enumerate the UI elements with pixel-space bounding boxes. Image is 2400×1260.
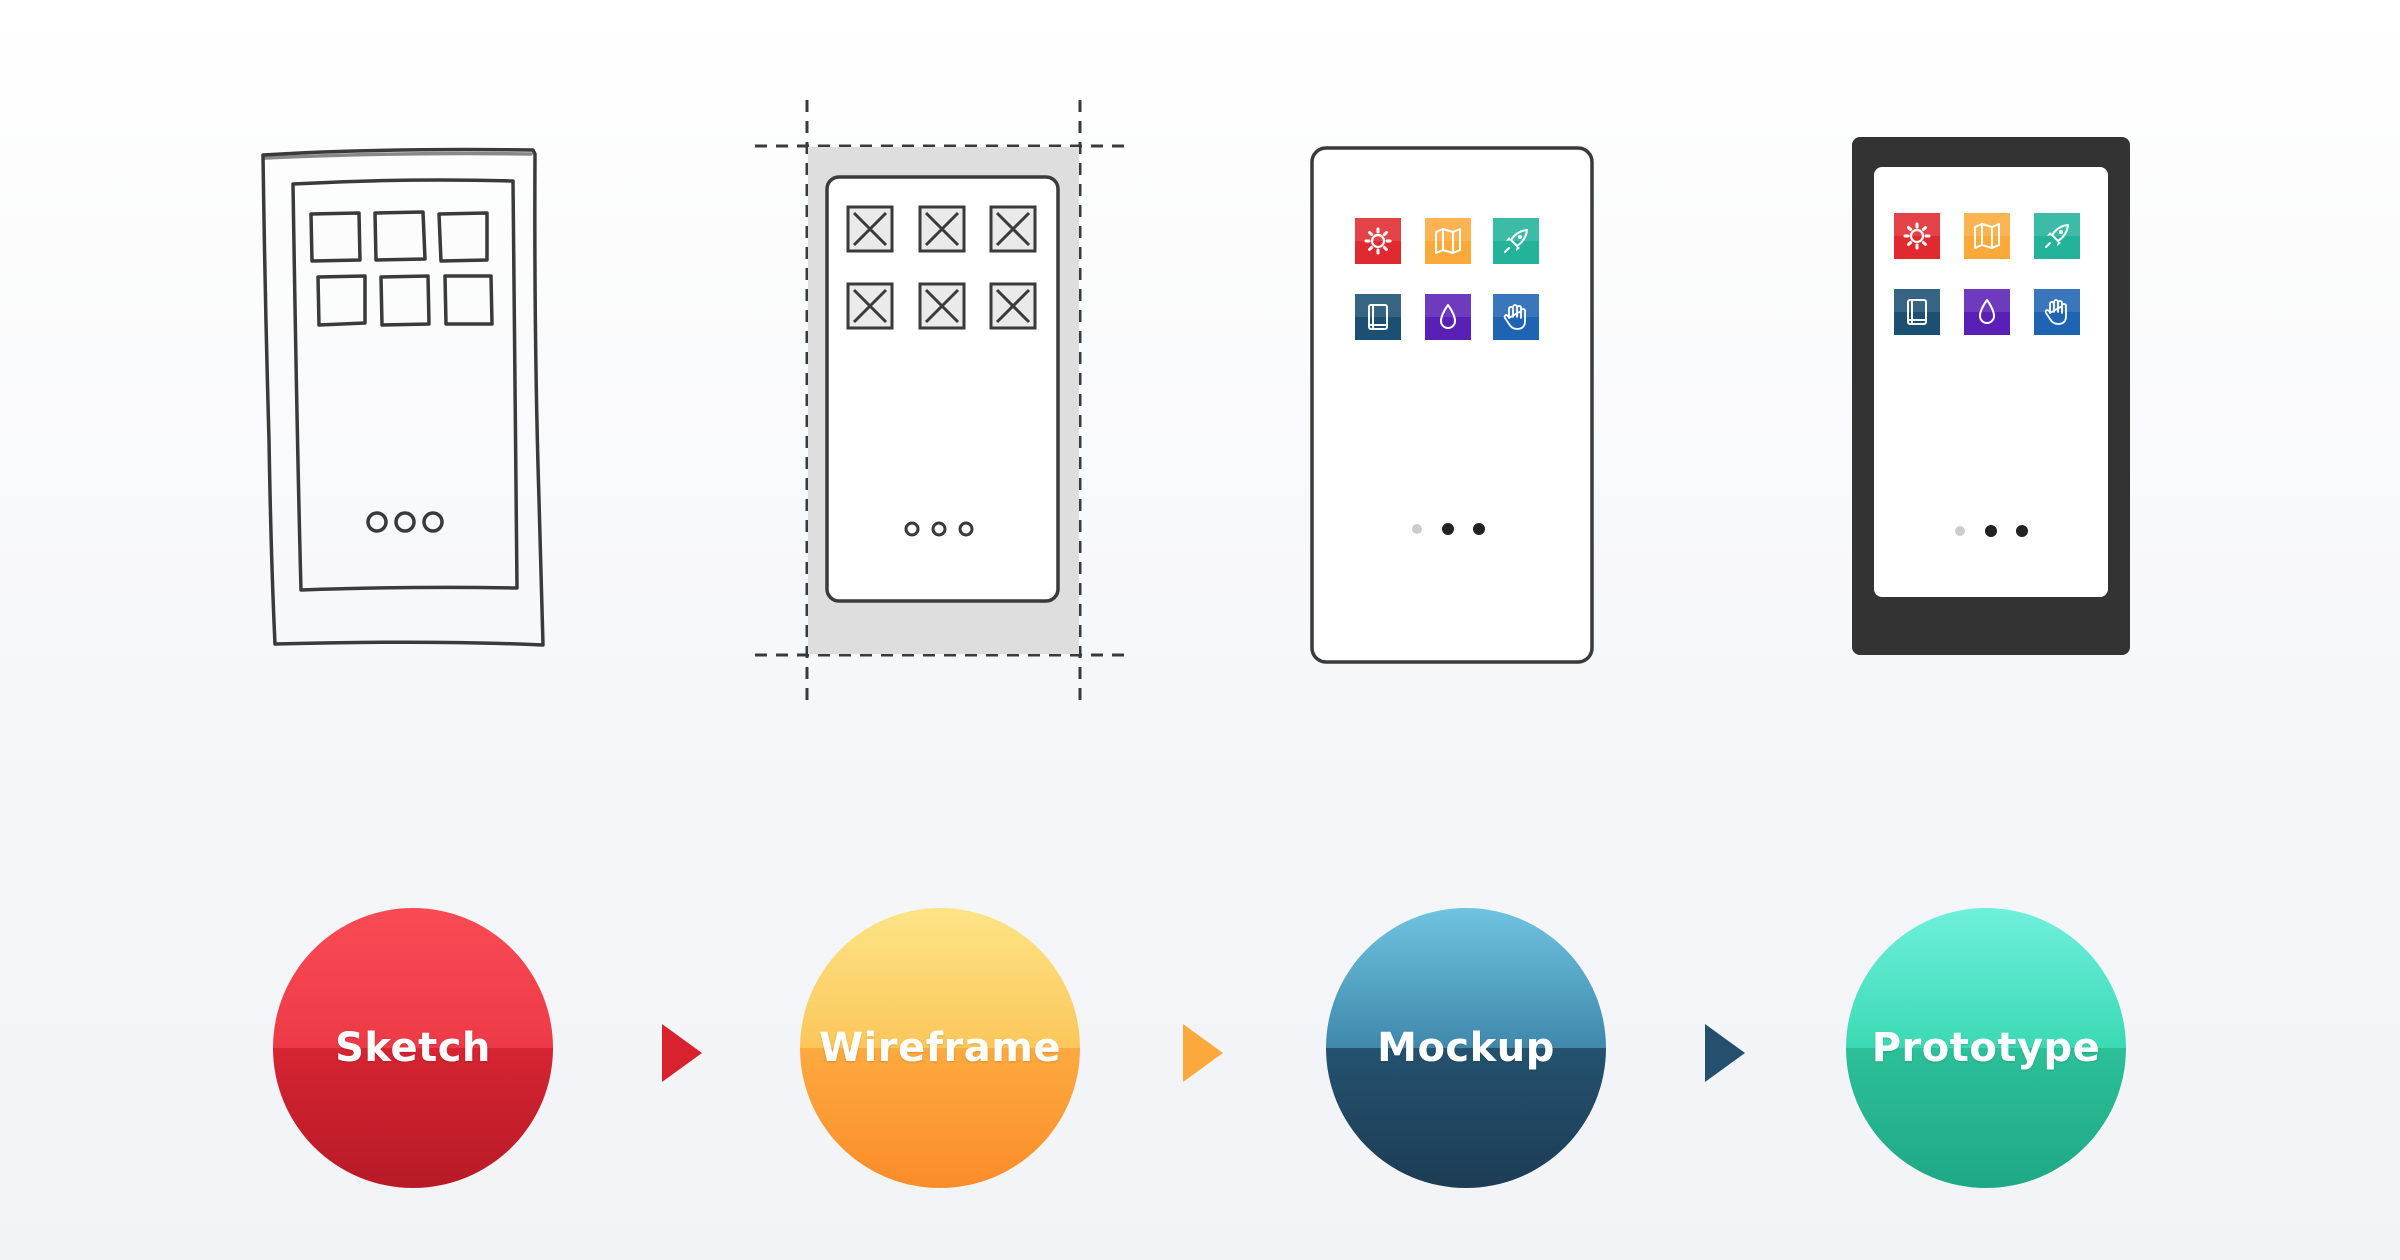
map-icon[interactable] [1964, 213, 2010, 259]
stage-wireframe: Wireframe [800, 908, 1080, 1188]
arrow-right-icon [1183, 1024, 1223, 1082]
rocket-icon[interactable] [2034, 213, 2080, 259]
stage-prototype: Prototype [1846, 908, 2126, 1188]
hand-icon[interactable] [2034, 289, 2080, 335]
sketch-phone [261, 147, 545, 647]
stage-mockup: Mockup [1326, 908, 1606, 1188]
book-icon[interactable] [1355, 294, 1401, 340]
stage-sketch-label: Sketch [335, 1025, 491, 1071]
arrow-right-icon [662, 1024, 702, 1082]
gear-icon[interactable] [1355, 218, 1401, 264]
drop-icon[interactable] [1425, 294, 1471, 340]
stage-mockup-label: Mockup [1377, 1025, 1555, 1071]
rocket-icon[interactable] [1493, 218, 1539, 264]
gear-icon[interactable] [1894, 213, 1940, 259]
hand-icon[interactable] [1493, 294, 1539, 340]
stage-sketch: Sketch [273, 908, 553, 1188]
book-icon[interactable] [1894, 289, 1940, 335]
prototype-phone [1852, 137, 2130, 655]
map-icon[interactable] [1425, 218, 1471, 264]
stage-wireframe-label: Wireframe [818, 1025, 1062, 1071]
stage-prototype-label: Prototype [1871, 1025, 2101, 1071]
wireframe-phone [755, 100, 1130, 700]
drop-icon[interactable] [1964, 289, 2010, 335]
arrow-right-icon [1705, 1024, 1745, 1082]
mockup-phone [1310, 146, 1594, 664]
